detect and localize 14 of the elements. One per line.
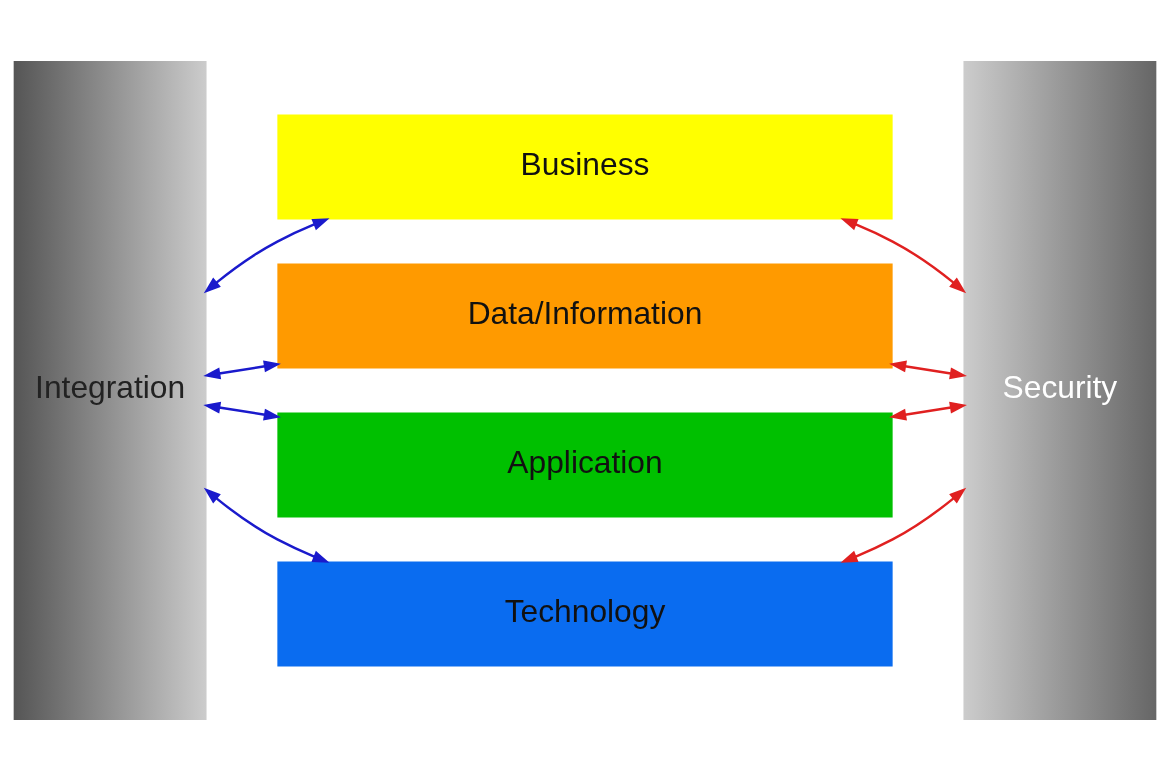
arrow bbox=[889, 401, 967, 420]
arrow bbox=[889, 360, 967, 379]
node-box: Application bbox=[277, 411, 893, 517]
arrow bbox=[203, 360, 281, 379]
node-box: Security bbox=[963, 60, 1157, 720]
arrow bbox=[203, 401, 281, 420]
node-box: Integration bbox=[13, 60, 207, 720]
arrow bbox=[840, 217, 967, 293]
arrow bbox=[203, 217, 330, 293]
arrow bbox=[203, 487, 330, 563]
arrow bbox=[840, 487, 967, 563]
node-box: Data/Information bbox=[277, 263, 893, 369]
node-box: Technology bbox=[277, 560, 893, 666]
node-box: Business bbox=[277, 114, 893, 220]
